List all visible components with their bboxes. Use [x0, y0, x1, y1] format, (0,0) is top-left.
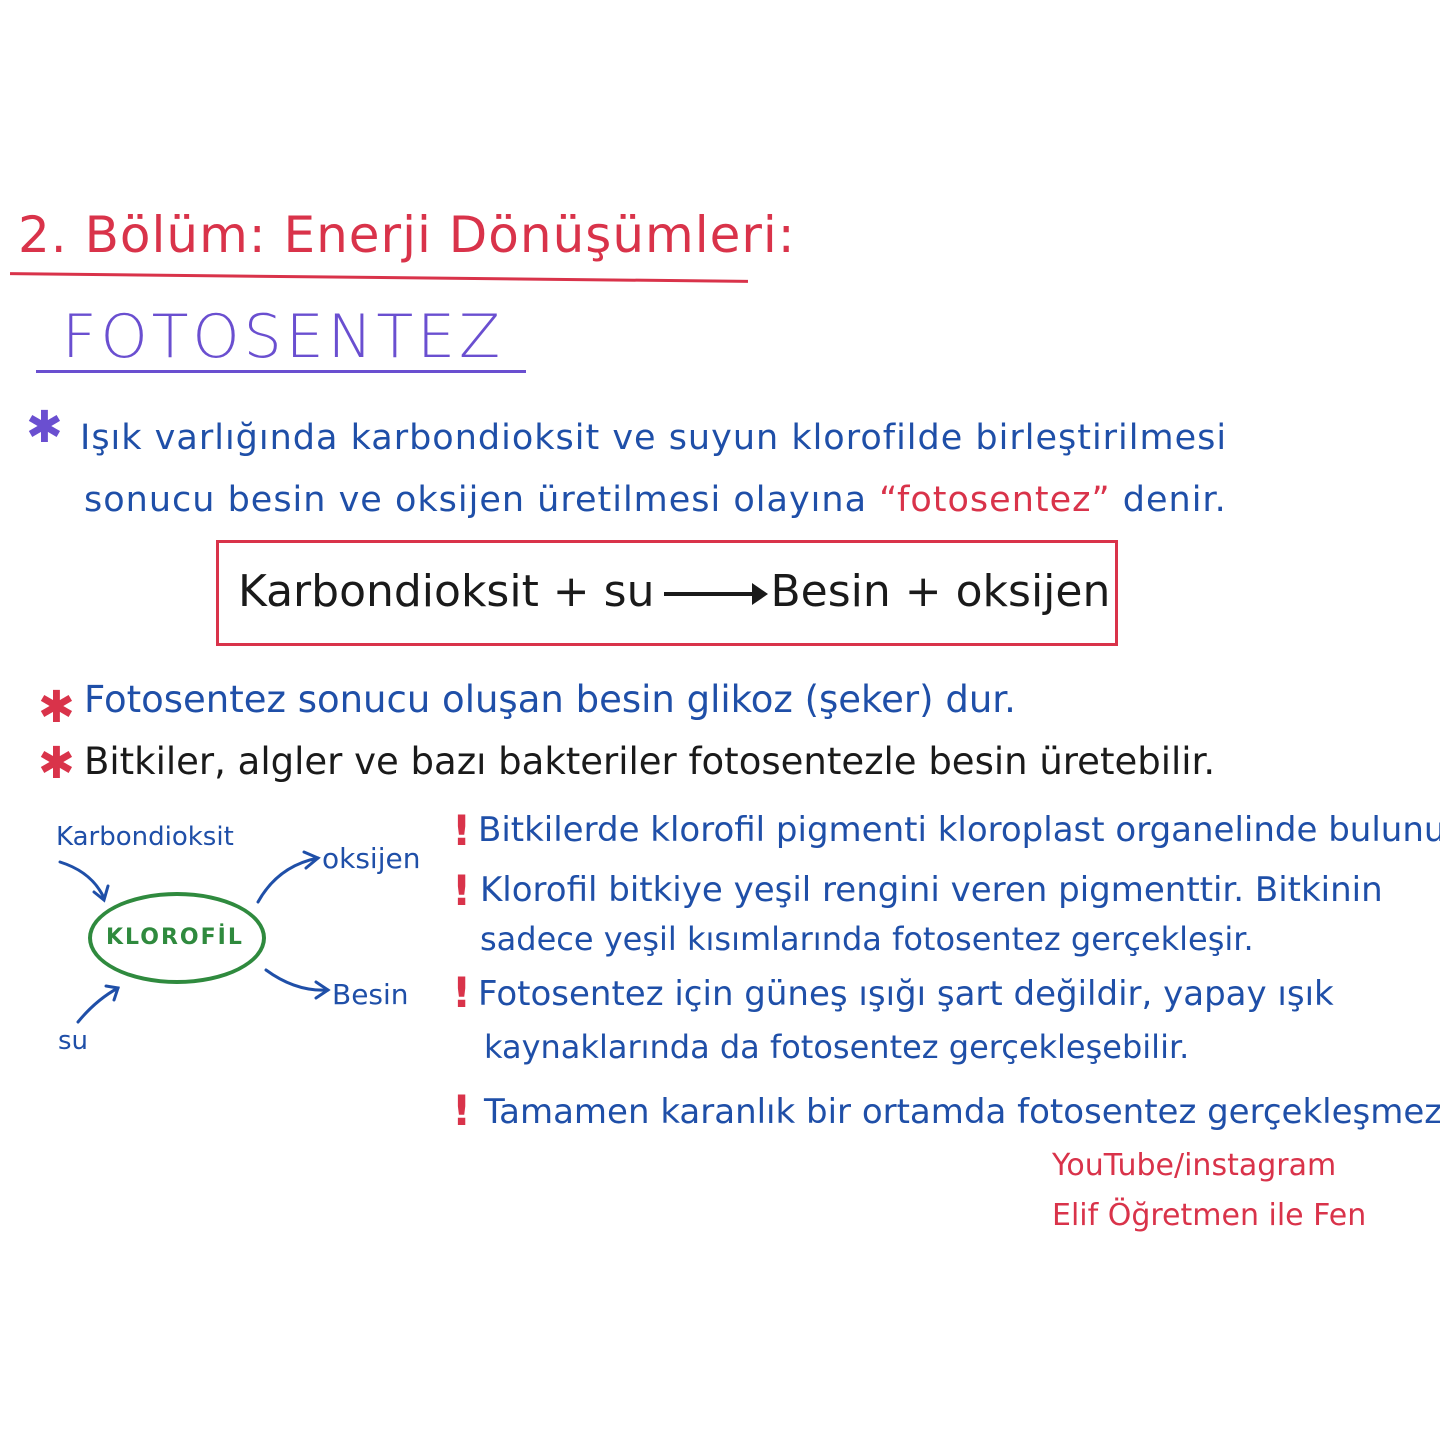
diagram-arrows [58, 850, 331, 1024]
exclamation-icon: ! [452, 806, 472, 855]
arrow-oxygen-icon [256, 856, 320, 904]
arrow-co2-icon [58, 860, 106, 900]
definition-line-2: sonucu besin ve oksijen üretilmesi olayı… [84, 480, 1227, 520]
diagram-output-food: Besin [332, 978, 409, 1011]
note-chloroplast: Bitkilerde klorofil pigmenti kloroplast … [478, 810, 1440, 850]
note-darkness: Tamamen karanlık bir ortamda fotosentez … [484, 1092, 1440, 1132]
diagram-output-oxygen: oksijen [322, 842, 421, 875]
definition-line-1: Işık varlığında karbondioksit ve suyun k… [80, 418, 1228, 458]
topic-title-underline [36, 370, 526, 373]
exclamation-icon: ! [452, 866, 472, 915]
exclamation-icon: ! [452, 1086, 472, 1135]
fact-glucose: Fotosentez sonucu oluşan besin glikoz (ş… [84, 678, 1016, 721]
klorofil-ellipse [88, 892, 266, 984]
definition-term: “fotosentez” [879, 480, 1111, 520]
definition-line-2-end: denir. [1110, 480, 1227, 520]
topic-title: FOTOSENTEZ [62, 302, 505, 372]
fact-bullet-icon: ✱ [38, 738, 75, 789]
equation-box [216, 540, 1118, 646]
reaction-arrow-icon [664, 583, 769, 605]
equation: Karbondioksit + su Besin + oksijen [238, 566, 1110, 617]
fact-bullet-icon: ✱ [38, 682, 75, 733]
note-green-pigment-line-1: Klorofil bitkiye yeşil rengini veren pig… [480, 870, 1383, 910]
equation-reactants: Karbondioksit + su [238, 566, 655, 617]
page-heading: 2. Bölüm: Enerji Dönüşümleri: [18, 206, 796, 264]
fact-producers: Bitkiler, algler ve bazı bakteriler foto… [84, 740, 1216, 783]
signature-author: Elif Öğretmen ile Fen [1052, 1198, 1367, 1233]
equation-products: Besin + oksijen [770, 566, 1111, 617]
note-green-pigment-line-2: sadece yeşil kısımlarında fotosentez ger… [480, 920, 1254, 958]
signature-social: YouTube/instagram [1052, 1148, 1337, 1183]
note-artificial-light-line-1: Fotosentez için güneş ışığı şart değildi… [478, 974, 1334, 1014]
arrow-water-icon [76, 986, 120, 1024]
definition-line-2-start: sonucu besin ve oksijen üretilmesi olayı… [84, 480, 880, 520]
exclamation-icon: ! [452, 968, 472, 1017]
diagram-input-water: su [58, 1026, 89, 1056]
note-artificial-light-line-2: kaynaklarında da fotosentez gerçekleşebi… [484, 1028, 1190, 1066]
diagram-center-label: KLOROFİL [106, 925, 244, 950]
diagram-input-co2: Karbondioksit [56, 822, 234, 852]
arrow-food-icon [264, 968, 330, 992]
definition-bullet-icon: ✱ [26, 402, 63, 453]
